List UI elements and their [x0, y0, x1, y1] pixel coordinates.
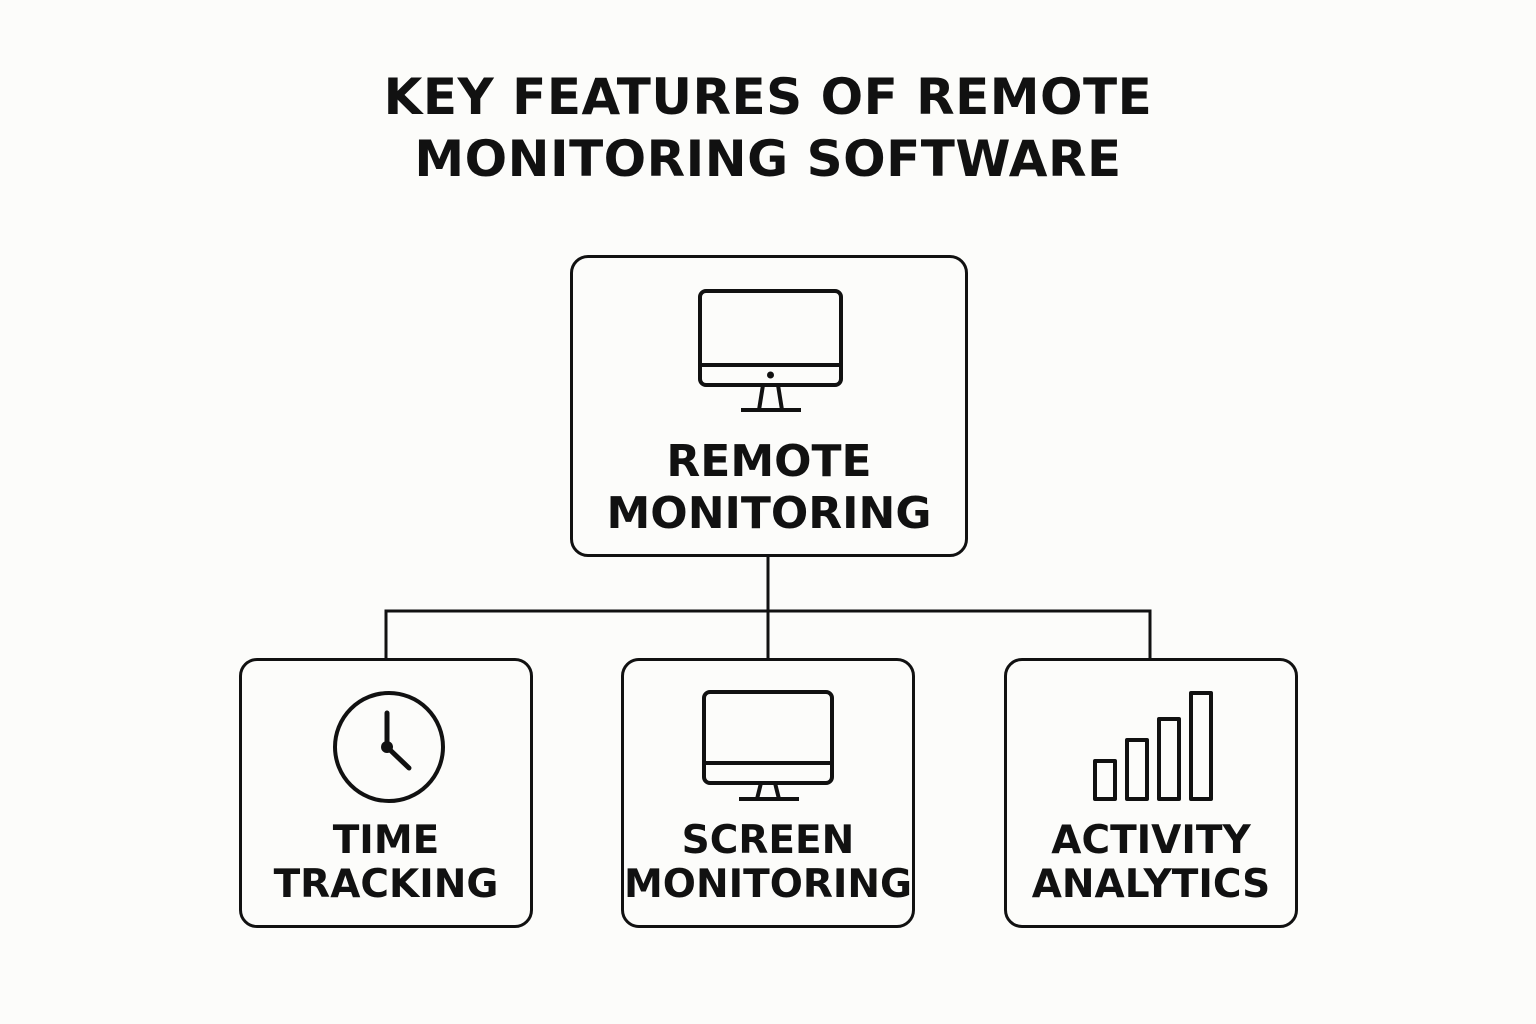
node-label-line-2: TRACKING: [273, 862, 499, 907]
node-label-line-1: TIME: [332, 818, 440, 863]
node-label-line-1: REMOTE: [666, 436, 872, 487]
bar-chart-icon: [1093, 691, 1213, 801]
node-label-line-2: MONITORING: [624, 862, 913, 907]
desktop-monitor-icon: [698, 289, 843, 412]
node-label-line-2: MONITORING: [606, 488, 932, 539]
desktop-monitor-icon: [702, 690, 834, 801]
title-line-1: KEY FEATURES OF REMOTE: [383, 68, 1153, 126]
title-line-2: MONITORING SOFTWARE: [414, 130, 1122, 188]
clock-icon: [333, 691, 445, 803]
activity-analytics-node: ACTIVITY ANALYTICS: [1004, 658, 1298, 928]
node-label: REMOTE MONITORING: [573, 436, 965, 540]
node-label-line-2: ANALYTICS: [1031, 862, 1271, 907]
remote-monitoring-node: REMOTE MONITORING: [570, 255, 968, 557]
node-label-line-1: ACTIVITY: [1051, 818, 1251, 863]
node-label: TIME TRACKING: [242, 819, 530, 907]
bar-4: [1189, 691, 1213, 801]
bar-3: [1157, 717, 1181, 801]
node-label: ACTIVITY ANALYTICS: [1007, 819, 1295, 907]
time-tracking-node: TIME TRACKING: [239, 658, 533, 928]
node-label-line-1: SCREEN: [681, 818, 855, 863]
screen-monitoring-node: SCREEN MONITORING: [621, 658, 915, 928]
bar-1: [1093, 759, 1117, 801]
bar-2: [1125, 738, 1149, 801]
diagram-title: KEY FEATURES OF REMOTE MONITORING SOFTWA…: [0, 66, 1536, 190]
node-label: SCREEN MONITORING: [624, 819, 912, 907]
